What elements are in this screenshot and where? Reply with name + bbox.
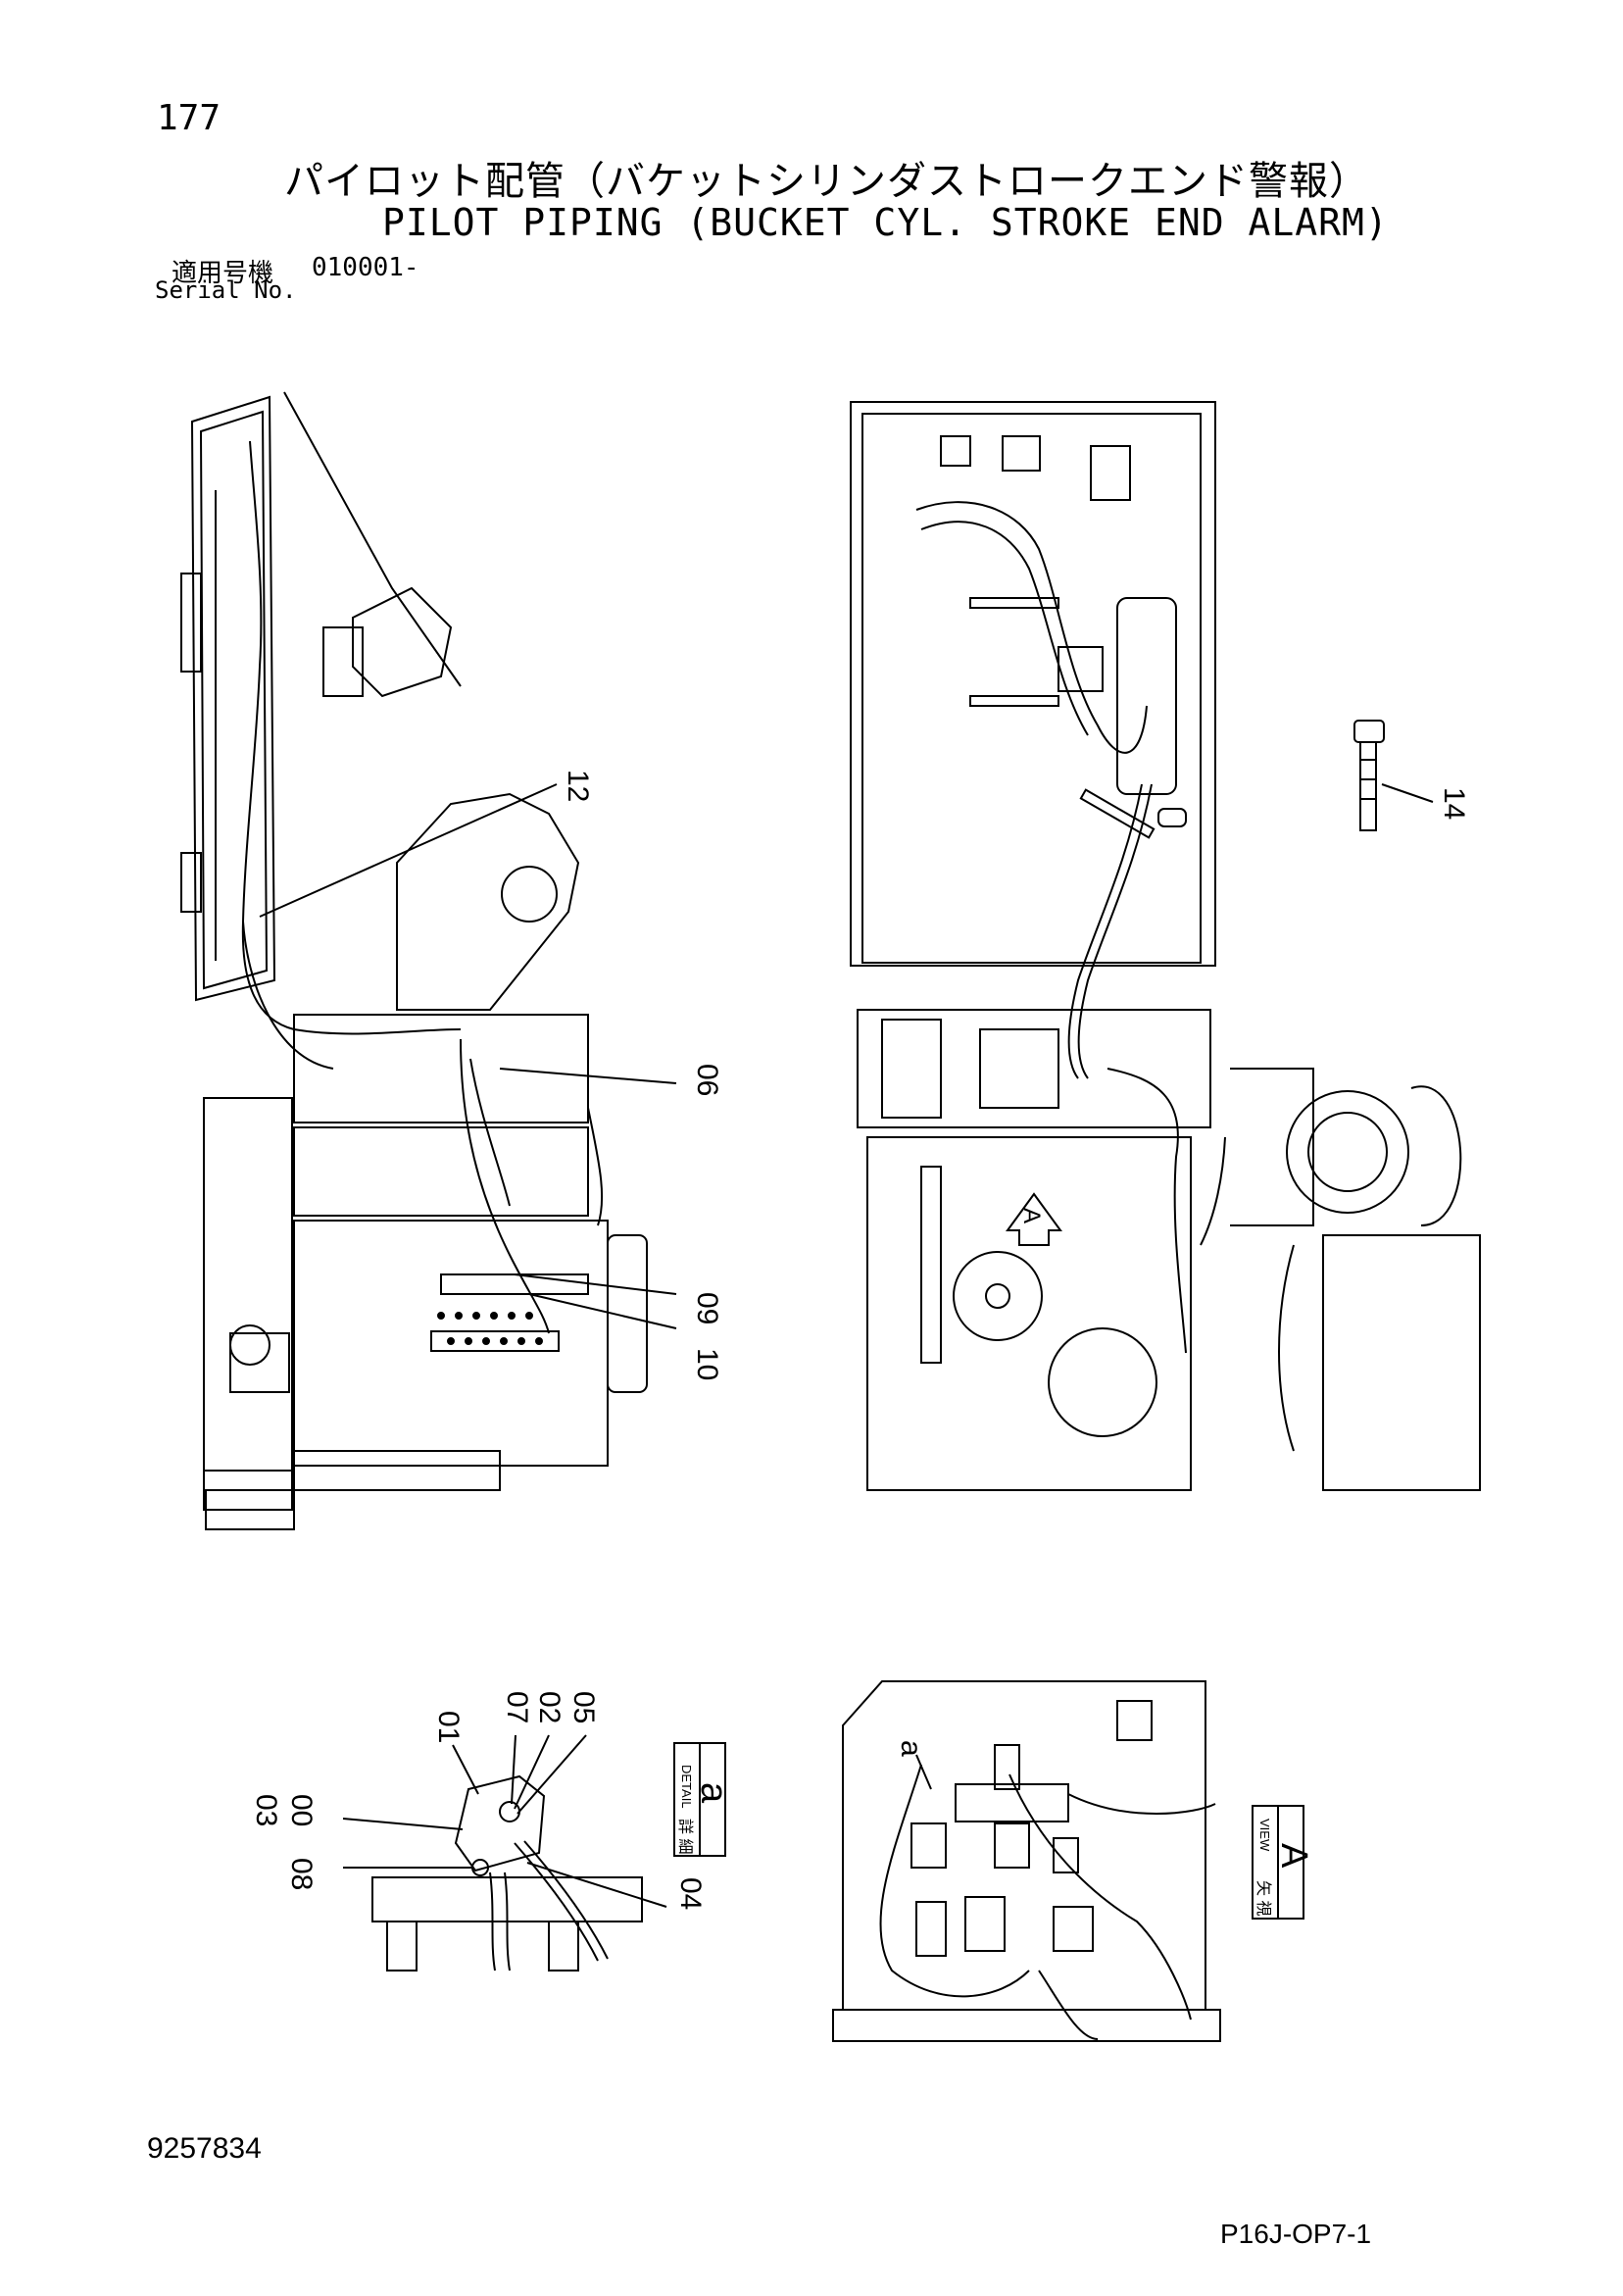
view-box-jp: 矢 視 — [1254, 1880, 1272, 1916]
view-box-en: VIEW — [1257, 1819, 1272, 1852]
leader-01 — [452, 1744, 479, 1795]
callout-00: 00 — [285, 1794, 318, 1826]
leader-06 — [499, 1068, 677, 1084]
callout-05: 05 — [567, 1691, 600, 1723]
title-english: PILOT PIPING (BUCKET CYL. STROKE END ALA… — [382, 201, 1389, 244]
page-number: 177 — [157, 98, 221, 138]
callout-04: 04 — [674, 1877, 707, 1910]
detail-a-box — [673, 1742, 726, 1857]
leader-10 — [528, 1293, 677, 1329]
leader-07 — [511, 1734, 516, 1805]
callout-a-ref: a — [895, 1740, 927, 1757]
callout-08: 08 — [285, 1858, 318, 1890]
callout-01: 01 — [432, 1711, 465, 1743]
view-a-box — [1252, 1805, 1304, 1920]
leader-02 — [514, 1734, 550, 1810]
title-japanese: パイロット配管（バケットシリンダストロークエンド警報） — [284, 159, 1369, 204]
callout-09: 09 — [691, 1292, 723, 1324]
serial-label-english: Serial No. — [155, 276, 297, 304]
callout-view-a-arrow: A — [1018, 1208, 1045, 1223]
view-a-drawing — [832, 1680, 1221, 2042]
leader-14 — [1381, 783, 1434, 803]
callout-12: 12 — [562, 770, 594, 802]
part-14-bolt — [1353, 720, 1385, 831]
view-box-letter: A — [1273, 1843, 1314, 1869]
callout-06: 06 — [691, 1064, 723, 1096]
right-top-view — [850, 401, 1481, 1491]
callout-07: 07 — [501, 1691, 533, 1723]
detail-box-en: DETAIL — [679, 1765, 694, 1809]
serial-label-japanese: 適用号機 — [172, 259, 274, 288]
left-side-view — [180, 391, 648, 1530]
detail-box-jp: 詳 細 — [676, 1819, 694, 1854]
callout-14: 14 — [1438, 787, 1470, 820]
serial-value: 010001- — [312, 253, 419, 282]
callout-02: 02 — [533, 1691, 566, 1723]
leader-05 — [516, 1734, 587, 1815]
document-number: 9257834 — [147, 2132, 262, 2165]
page-code: P16J-OP7-1 — [1220, 2219, 1372, 2249]
leader-04 — [526, 1862, 667, 1908]
detail-a-drawing — [371, 1774, 643, 1972]
detail-box-letter: a — [693, 1782, 734, 1804]
leader-12 — [259, 783, 558, 918]
leader-a — [915, 1754, 932, 1790]
callout-10: 10 — [691, 1348, 723, 1380]
callout-03: 03 — [250, 1794, 282, 1826]
leader-09 — [514, 1273, 677, 1295]
leader-03 — [342, 1818, 464, 1830]
